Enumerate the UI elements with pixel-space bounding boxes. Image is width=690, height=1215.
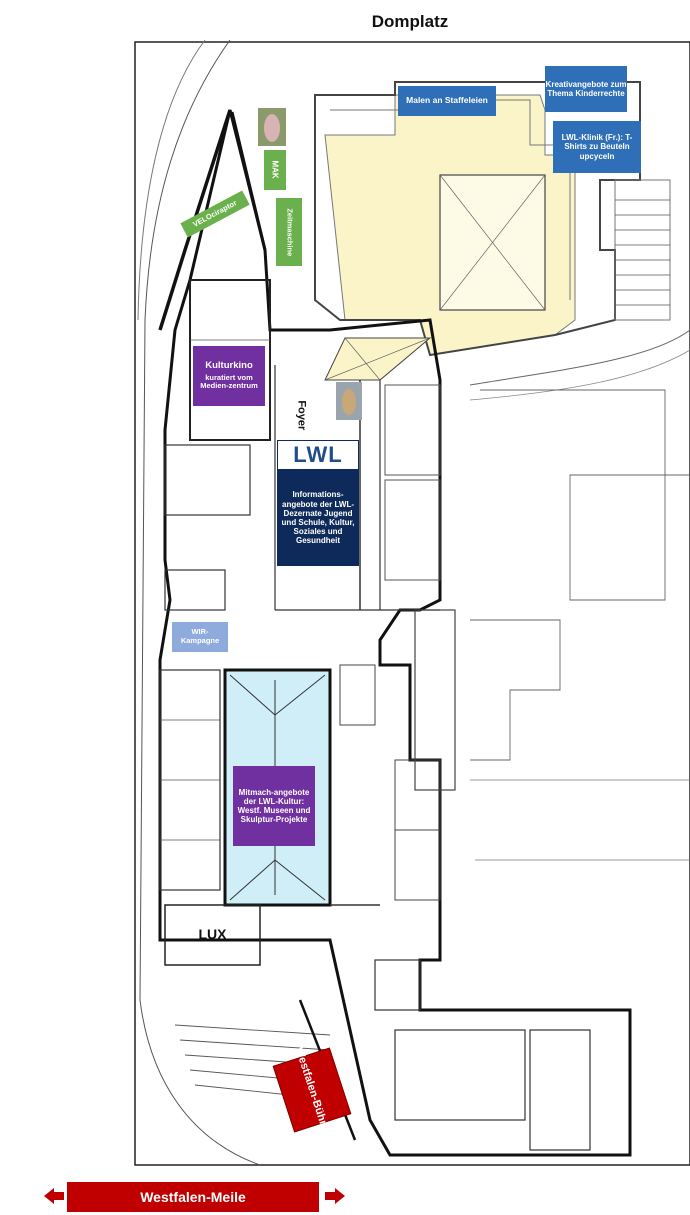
label-wir-kampagne: WIR-Kampagne bbox=[172, 622, 228, 652]
building-outline bbox=[158, 109, 632, 1157]
label-malen: Malen an Staffeleien bbox=[398, 86, 496, 116]
lwl-logo: LWL bbox=[277, 440, 359, 470]
label-lwl-info: Informations-angebote der LWL-Dezernate … bbox=[277, 470, 359, 566]
label-foyer: Foyer bbox=[295, 400, 308, 430]
label-lwl-klinik: LWL-Klinik (Fr.): T-Shirts zu Beuteln up… bbox=[553, 121, 641, 173]
arrow-left-icon bbox=[44, 1188, 64, 1204]
westfalen-meile-banner: Westfalen-Meile bbox=[67, 1182, 319, 1212]
map-title: Domplatz bbox=[371, 12, 449, 31]
label-mak: MAK bbox=[264, 150, 286, 190]
label-kulturkino: Kulturkino kuratiert vom Medien-zentrum bbox=[193, 346, 265, 406]
label-kreativangebote: Kreativangebote zum Thema Kinderrechte bbox=[545, 66, 627, 112]
kulturkino-title: Kulturkino bbox=[205, 359, 253, 371]
kulturkino-subtitle: kuratiert vom Medien-zentrum bbox=[200, 372, 258, 391]
label-zeitmaschine: Zeitmaschine bbox=[276, 198, 302, 266]
label-lux: LUX bbox=[198, 925, 227, 942]
label-mitmach: Mitmach-angebote der LWL-Kultur: Westf. … bbox=[233, 766, 315, 846]
arrow-right-icon bbox=[325, 1188, 345, 1204]
